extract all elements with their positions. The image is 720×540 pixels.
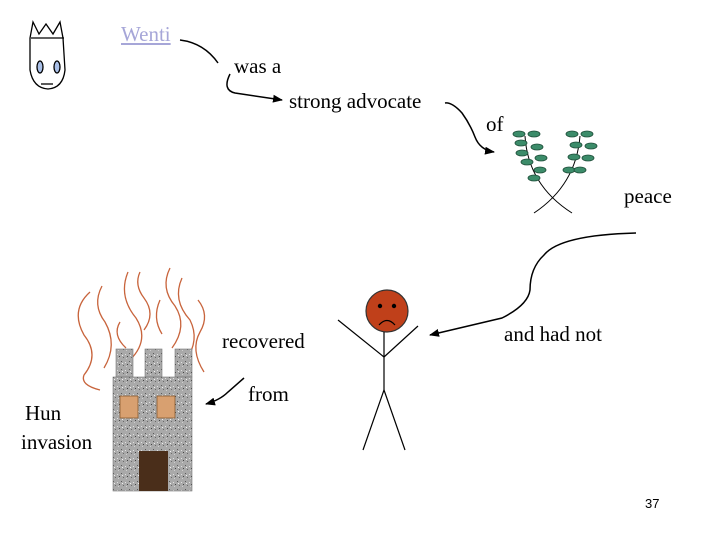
olive-branch-icon <box>512 130 598 214</box>
label-invasion: invasion <box>21 430 93 454</box>
label-hun: Hun <box>25 401 62 425</box>
burning-castle-icon <box>77 267 206 492</box>
label-and-had-not: and had not <box>504 322 602 346</box>
wenti-link[interactable]: Wenti <box>121 22 171 46</box>
sad-stick-figure-icon <box>337 289 419 451</box>
page-number: 37 <box>645 496 660 511</box>
arrow-wenti-to-was-a <box>179 39 219 64</box>
arrow-peace-to-figure <box>429 232 637 337</box>
label-recovered: recovered <box>222 329 305 353</box>
arrow-recovered-to-from <box>205 377 245 406</box>
label-of: of <box>486 112 504 136</box>
arrow-was-a-to-advocate <box>226 73 283 103</box>
label-was-a: was a <box>234 54 282 78</box>
arrow-advocate-to-of <box>444 102 495 155</box>
crowned-face-icon <box>29 19 66 90</box>
label-peace: peace <box>624 184 672 208</box>
label-from: from <box>248 382 289 406</box>
label-strong-advocate: strong advocate <box>289 89 422 113</box>
